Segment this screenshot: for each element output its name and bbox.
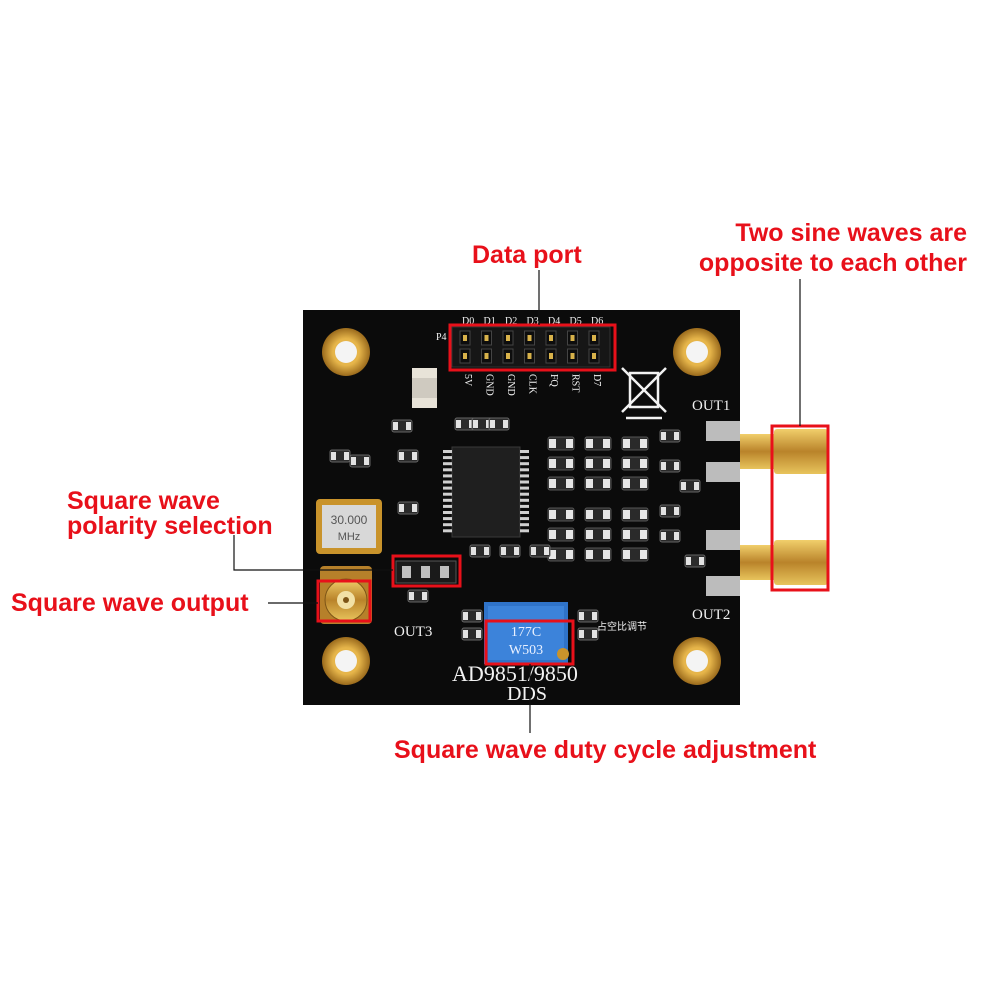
leader-lines: [233, 270, 801, 733]
crystal-unit: MHz: [338, 531, 361, 543]
bottom-pin-label: D7: [591, 374, 602, 386]
out2-sma-connector: [706, 530, 828, 596]
polarity-callout-line1: Square wave: [67, 487, 220, 515]
top-pin-label: D4: [548, 316, 560, 327]
dds-chip: [443, 446, 529, 538]
mounting-holes: [322, 328, 721, 685]
square-output-highlight: [316, 579, 372, 623]
pot-code-top: 177C: [511, 625, 541, 640]
bottom-pin-label: FQ: [548, 374, 559, 388]
top-pin-label: D2: [505, 316, 517, 327]
crystal-frequency: 30.000: [331, 513, 368, 527]
capacitor-array: [547, 436, 649, 562]
bottom-pin-label: GND: [505, 374, 516, 396]
top-pin-label: D6: [591, 316, 603, 327]
pin-header: P4: [436, 326, 611, 368]
polarity-jumper: [395, 560, 457, 584]
data-port-callout: Data port: [472, 241, 582, 269]
top-pin-labels: D0 D1 D2 D3 D4 D5 D6: [462, 316, 603, 327]
connector-label: P4: [436, 332, 447, 343]
square-wave-sma-connector: [320, 566, 372, 624]
out1-label: OUT1: [692, 398, 730, 414]
duty-cycle-label: 占空比调节: [597, 620, 647, 633]
duty-cycle-potentiometer: 177C W503: [484, 602, 569, 664]
highlight-boxes: [316, 323, 830, 666]
pot-code-bottom: W503: [509, 643, 543, 658]
tantalum-capacitor: [412, 368, 437, 408]
polarity-leader: [233, 535, 393, 571]
weee-symbol: [621, 367, 667, 420]
out3-label: OUT3: [394, 624, 432, 640]
duty-cycle-callout: Square wave duty cycle adjustment: [394, 736, 817, 764]
sine-callout-line2: opposite to each other: [698, 249, 967, 277]
board-subtitle: DDS: [507, 683, 547, 705]
bottom-pin-label: CLK: [527, 374, 538, 395]
sine-callout-line1: Two sine waves are: [735, 219, 967, 247]
bottom-pin-label: 5V: [462, 374, 473, 387]
bottom-pin-labels: 5V GND GND CLK FQ RST D7: [462, 374, 602, 396]
bottom-pin-label: RST: [570, 374, 581, 392]
data-port-highlight: [448, 323, 617, 372]
top-pin-label: D5: [570, 316, 582, 327]
crystal-oscillator: 30.000 MHz: [316, 499, 382, 554]
polarity-callout-line2: polarity selection: [67, 512, 273, 540]
top-pin-label: D1: [484, 316, 496, 327]
pot-adjust-screw: [557, 648, 569, 660]
out2-label: OUT2: [692, 607, 730, 623]
out1-sma-connector: [706, 421, 828, 482]
polarity-highlight: [391, 554, 462, 588]
top-pin-label: D0: [462, 316, 474, 327]
top-pin-label: D3: [527, 316, 539, 327]
smd-components: [329, 417, 706, 641]
bottom-pin-label: GND: [484, 374, 495, 396]
square-output-callout: Square wave output: [11, 589, 249, 617]
